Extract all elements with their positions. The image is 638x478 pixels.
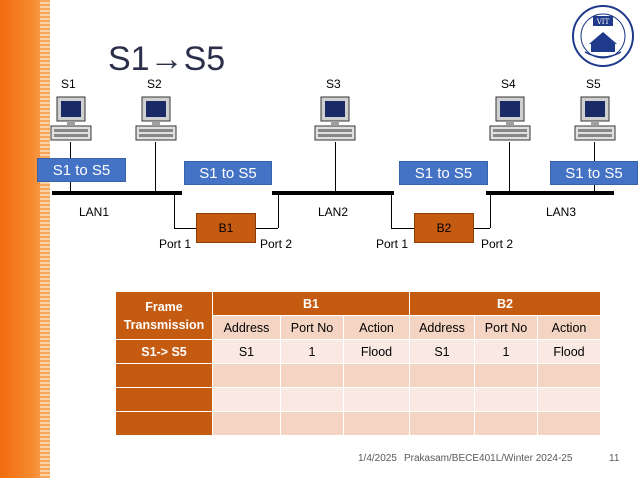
b1-port1-wire-h	[174, 228, 196, 229]
cell	[537, 387, 601, 412]
col-b1-action: Action	[343, 315, 410, 340]
computer-s4-icon	[489, 96, 531, 141]
b1-port2-wire-v	[278, 194, 279, 228]
lan2-segment	[272, 191, 394, 195]
footer-date: 1/4/2025	[358, 453, 397, 464]
col-b2-address: Address	[409, 315, 475, 340]
b2-port2-wire-h	[474, 228, 490, 229]
cell	[474, 387, 538, 412]
col-b1-address: Address	[212, 315, 281, 340]
b2-port1-wire-v	[391, 194, 392, 228]
b1-port2-wire-h	[256, 228, 278, 229]
frame-label-lan3: S1 to S5	[550, 161, 638, 185]
cell	[212, 363, 281, 388]
row-label	[115, 387, 213, 412]
row-label	[115, 411, 213, 436]
table-row	[115, 411, 601, 436]
frame-label-lan2: S1 to S5	[399, 161, 488, 185]
b2-port1-label: Port 1	[376, 237, 409, 251]
table-corner-header: Frame Transmission	[115, 291, 213, 340]
cell	[280, 411, 344, 436]
cell	[537, 411, 601, 436]
lan2-label: LAN2	[318, 205, 349, 219]
cell	[343, 411, 410, 436]
computer-s1-icon	[50, 96, 92, 141]
svg-text:VIT: VIT	[596, 18, 610, 26]
cell	[212, 411, 281, 436]
col-b1-port: Port No	[280, 315, 344, 340]
frame-label-lan1: S1 to S5	[184, 161, 272, 185]
cell: S1	[409, 339, 475, 364]
cell	[537, 363, 601, 388]
lan1-label: LAN1	[79, 205, 110, 219]
cell	[343, 363, 410, 388]
cell: Flood	[343, 339, 410, 364]
cell	[212, 387, 281, 412]
cell	[409, 411, 475, 436]
lan1-segment	[52, 191, 182, 195]
b1-port2-label: Port 2	[260, 237, 293, 251]
slide-title: S1→S5	[108, 40, 226, 78]
station-label-s3: S3	[326, 77, 341, 91]
drop-s2	[155, 142, 156, 192]
frame-label-s1: S1 to S5	[37, 158, 126, 182]
row-label: S1-> S5	[115, 339, 213, 364]
bridge-b1: B1	[196, 213, 256, 243]
lan3-label: LAN3	[546, 205, 577, 219]
b1-port1-wire-v	[174, 194, 175, 228]
left-decor-band	[0, 0, 46, 478]
frame-transmission-table: Frame Transmission B1 B2 Address Port No…	[115, 291, 601, 436]
col-b2-action: Action	[537, 315, 601, 340]
cell	[280, 387, 344, 412]
cell: Flood	[537, 339, 601, 364]
station-label-s5: S5	[586, 77, 601, 91]
b2-port2-wire-v	[490, 194, 491, 228]
row-label	[115, 363, 213, 388]
computer-s2-icon	[135, 96, 177, 141]
drop-s4	[509, 142, 510, 192]
table-row: S1-> S5 S1 1 Flood S1 1 Flood	[115, 339, 601, 364]
station-label-s1: S1	[61, 77, 76, 91]
cell	[343, 387, 410, 412]
b2-port2-label: Port 2	[481, 237, 514, 251]
university-seal-logo: VIT	[572, 5, 634, 67]
cell: 1	[474, 339, 538, 364]
b2-port1-wire-h	[391, 228, 414, 229]
drop-s3	[335, 142, 336, 192]
footer-course: Prakasam/BECE401L/Winter 2024-25	[404, 453, 573, 464]
table-row	[115, 387, 601, 412]
footer-page-number: 11	[609, 453, 620, 464]
bridge-b2: B2	[414, 213, 474, 243]
cell	[280, 363, 344, 388]
computer-s3-icon	[314, 96, 356, 141]
table-group-b2: B2	[409, 291, 601, 316]
cell	[409, 387, 475, 412]
cell: S1	[212, 339, 281, 364]
station-label-s4: S4	[501, 77, 516, 91]
b1-port1-label: Port 1	[159, 237, 192, 251]
computer-s5-icon	[574, 96, 616, 141]
cell	[474, 411, 538, 436]
lan3-segment	[486, 191, 614, 195]
cell	[474, 363, 538, 388]
table-group-b1: B1	[212, 291, 410, 316]
left-decor-stripe	[40, 0, 50, 478]
cell	[409, 363, 475, 388]
station-label-s2: S2	[147, 77, 162, 91]
table-row	[115, 363, 601, 388]
cell: 1	[280, 339, 344, 364]
col-b2-port: Port No	[474, 315, 538, 340]
